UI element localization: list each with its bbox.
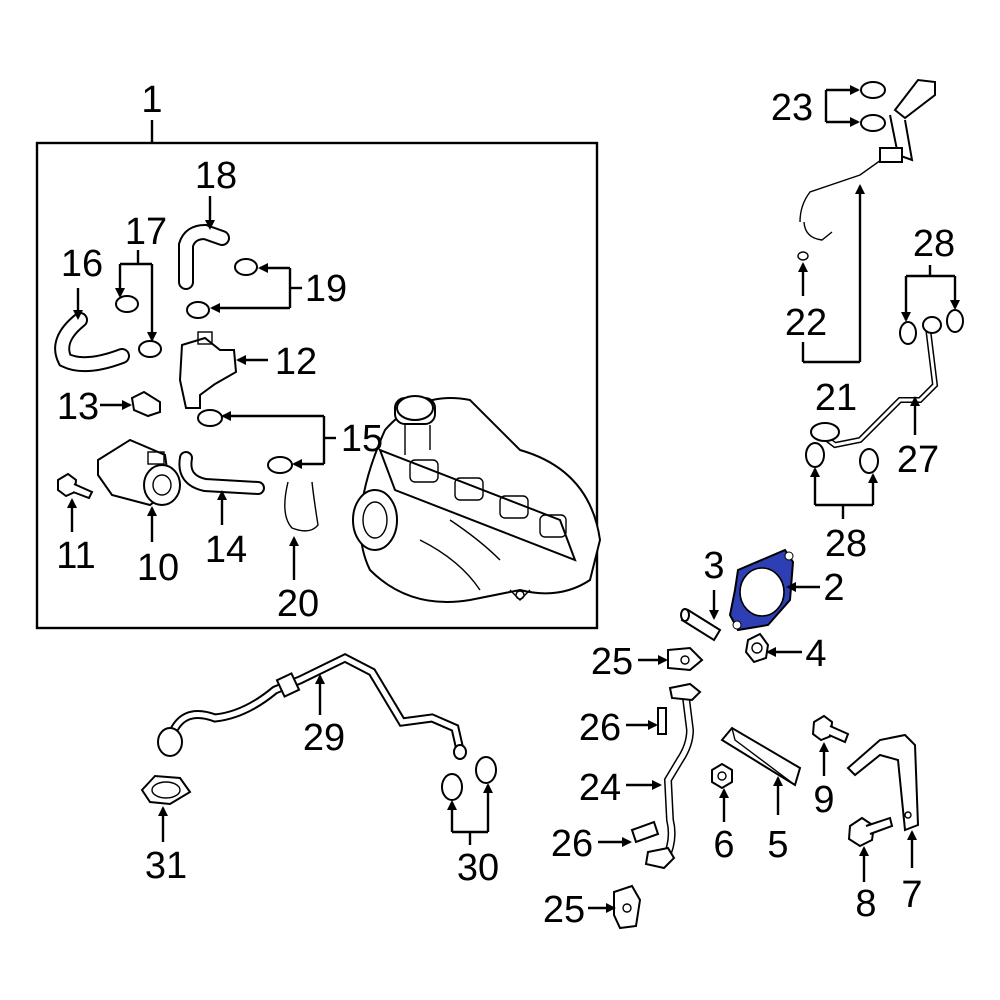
callout-28b: 28 [825,523,867,565]
callout-8: 8 [855,883,876,925]
pipe-part-29[interactable] [157,652,467,760]
seal-part-28b[interactable] [946,309,964,333]
seal-part-30b[interactable] [475,756,497,784]
callout-3: 3 [703,545,724,587]
banjo-fitting-part[interactable] [879,78,936,163]
callout-13: 13 [57,386,99,428]
callout-6: 6 [713,824,734,866]
seal-part-28a[interactable] [899,321,917,345]
bracket-part-7[interactable] [846,733,920,832]
valve-part-12[interactable] [178,331,238,409]
callout-26b: 26 [551,823,593,865]
valve-part-10[interactable] [97,438,181,507]
callout-22: 22 [785,302,827,344]
callout-12: 12 [275,341,317,383]
callout-11: 11 [56,535,95,577]
gasket-part-25a[interactable] [667,646,704,672]
callout-21: 21 [815,377,857,419]
callout-27: 27 [897,439,939,481]
leader-lines [67,85,960,913]
seal-part-28c[interactable] [805,442,825,468]
bolt-part-8[interactable] [847,816,894,848]
bolt-part-26a[interactable] [657,707,667,735]
callout-17: 17 [125,211,167,253]
hose-part-14[interactable] [178,451,265,495]
callout-19: 19 [305,268,347,310]
callout-labels: 1 2 3 4 5 6 7 8 9 10 11 12 13 14 15 16 1… [56,79,955,931]
hose-part-16[interactable] [54,312,130,373]
callout-23: 23 [771,87,813,129]
callout-24: 24 [579,767,621,809]
seal-part-23a[interactable] [860,81,886,99]
pipe-part-24[interactable] [644,682,702,870]
callout-9: 9 [813,779,834,821]
clamp-part-15b[interactable] [267,456,293,474]
callout-14: 14 [205,529,247,571]
callout-15: 15 [341,418,383,460]
callout-18: 18 [195,155,237,197]
turbocharger-part[interactable] [352,395,602,603]
hose-part-20[interactable] [284,481,319,532]
bolt-part-13[interactable] [130,390,161,418]
bolt-part-9[interactable] [811,714,850,744]
nut-part-4[interactable] [744,632,770,664]
gasket-part-2[interactable] [728,548,795,632]
callout-29: 29 [303,717,345,759]
callout-28a: 28 [913,223,955,265]
bolt-part-26b[interactable] [630,820,660,844]
gasket-part-25b[interactable] [613,884,642,930]
seal-part-22[interactable] [797,251,809,261]
callout-31: 31 [145,845,187,887]
bolt-part-11[interactable] [57,472,94,500]
callout-4: 4 [805,633,826,675]
hose-part-18[interactable] [178,223,230,290]
stud-part-3[interactable] [680,608,722,642]
clamp-part-15a[interactable] [197,409,223,427]
callout-16: 16 [61,243,103,285]
clamp-part-17b[interactable] [138,340,162,358]
callout-1: 1 [141,79,162,121]
line-part-21[interactable] [799,154,889,241]
callout-10: 10 [137,547,179,589]
callout-25b: 25 [543,889,585,931]
seal-part-30a[interactable] [441,773,463,801]
cap-part-31[interactable] [140,774,192,806]
turbo-kit-box [35,120,599,630]
clamp-part-19a[interactable] [234,258,258,276]
callout-2: 2 [823,567,844,609]
callout-26a: 26 [579,707,621,749]
line-part-27[interactable] [810,316,942,449]
bracket-part-5[interactable] [720,726,802,787]
seal-part-23b[interactable] [860,114,886,132]
callout-7: 7 [901,874,922,916]
nut-part-6[interactable] [711,762,733,790]
clamp-part-17a[interactable] [115,295,139,313]
callout-25a: 25 [591,641,633,683]
callout-30: 30 [457,847,499,889]
seal-part-28d[interactable] [859,448,879,474]
clamp-part-19b[interactable] [186,301,210,319]
callout-5: 5 [767,824,788,866]
callout-20: 20 [277,583,319,625]
